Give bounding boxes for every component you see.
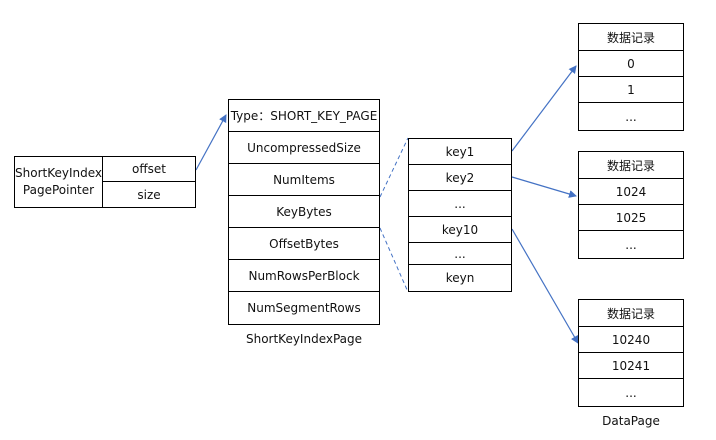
key2-to-datapage-arrow bbox=[511, 176, 577, 198]
pointer-to-page-arrow bbox=[195, 114, 227, 171]
page-row-uncompressed-size: UncompressedSize bbox=[229, 132, 379, 164]
data-page-1: 数据记录 0 1 ... bbox=[578, 23, 684, 131]
data-page-1-row-ellipsis: ... bbox=[625, 109, 637, 124]
data-page-3-row-1: 10240 bbox=[579, 327, 683, 353]
pointer-name-line2: PagePointer bbox=[22, 183, 95, 197]
key-row-key2: key2 bbox=[409, 165, 511, 191]
pointer-name-line1: ShortKeyIndex bbox=[15, 166, 102, 180]
data-page-3: 数据记录 10240 10241 ... bbox=[578, 299, 684, 407]
pointer-box: ShortKeyIndex PagePointer offset size bbox=[14, 156, 196, 208]
data-page-2-row-ellipsis: ... bbox=[625, 237, 637, 252]
page-row-num-segment-rows: NumSegmentRows bbox=[247, 301, 361, 315]
page-row-offset-bytes: OffsetBytes bbox=[229, 228, 379, 260]
key-row-key1: key1 bbox=[409, 139, 511, 165]
pointer-offset-field: offset bbox=[103, 157, 195, 182]
keybytes-expand-bottom-line bbox=[379, 227, 409, 293]
data-page-1-header: 数据记录 bbox=[579, 24, 683, 51]
short-key-index-page-caption: ShortKeyIndexPage bbox=[245, 332, 363, 346]
data-page-1-row-2: 1 bbox=[579, 77, 683, 103]
pointer-size-field: size bbox=[137, 187, 161, 202]
key-row-keyn: keyn bbox=[445, 271, 475, 285]
page-row-key-bytes: KeyBytes bbox=[229, 196, 379, 228]
data-page-3-row-ellipsis: ... bbox=[625, 385, 637, 400]
key-row-ellipsis-1: ... bbox=[409, 191, 511, 217]
page-row-num-items: NumItems bbox=[229, 164, 379, 196]
short-key-index-page: Type：SHORT_KEY_PAGE UncompressedSize Num… bbox=[228, 99, 380, 325]
key-row-ellipsis-2: ... bbox=[409, 243, 511, 265]
data-page-2-row-1: 1024 bbox=[579, 179, 683, 205]
data-page-3-header: 数据记录 bbox=[579, 300, 683, 327]
data-page-2-header: 数据记录 bbox=[579, 152, 683, 179]
key1-to-datapage-arrow bbox=[511, 65, 577, 152]
page-row-type: Type：SHORT_KEY_PAGE bbox=[229, 100, 379, 132]
data-page-2-row-2: 1025 bbox=[579, 205, 683, 231]
data-page-1-row-1: 0 bbox=[579, 51, 683, 77]
data-page-3-row-2: 10241 bbox=[579, 353, 683, 379]
key10-to-datapage-arrow bbox=[511, 228, 579, 344]
pointer-name-cell: ShortKeyIndex PagePointer bbox=[15, 157, 103, 207]
page-row-num-rows-per-block: NumRowsPerBlock bbox=[229, 260, 379, 292]
data-page-caption: DataPage bbox=[602, 414, 660, 428]
data-page-2: 数据记录 1024 1025 ... bbox=[578, 151, 684, 259]
keys-box: key1 key2 ... key10 ... keyn bbox=[408, 138, 512, 292]
keybytes-expand-top-line bbox=[379, 137, 409, 198]
key-row-key10: key10 bbox=[409, 217, 511, 243]
